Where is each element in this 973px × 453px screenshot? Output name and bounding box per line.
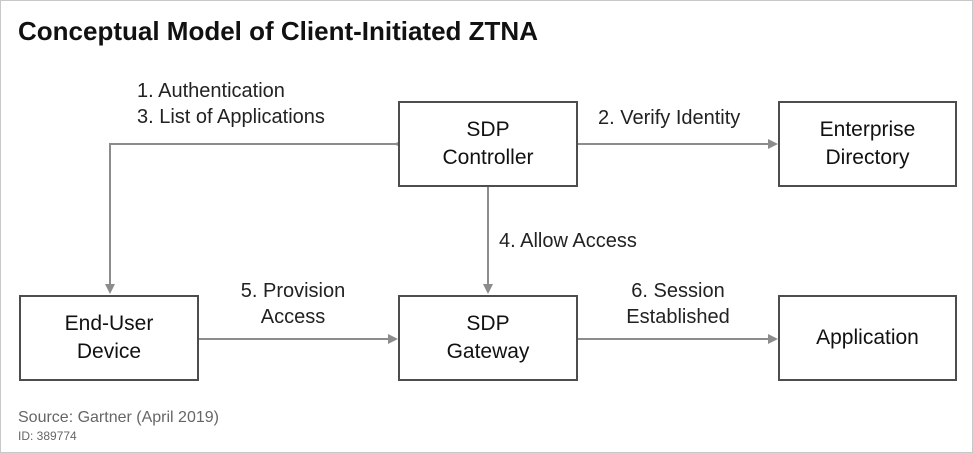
edge-label-gateway-application: 6. Session Established	[626, 280, 730, 328]
edge-label-device-controller: 1. Authentication 3. List of Application…	[137, 80, 325, 128]
node-end-user-device-label: End-User Device	[64, 312, 154, 363]
node-sdp-gateway-label: SDP Gateway	[446, 312, 530, 363]
node-sdp-controller-label: SDP Controller	[442, 118, 534, 169]
node-sdp-gateway: SDP Gateway	[398, 295, 578, 381]
node-enterprise-directory: Enterprise Directory	[778, 101, 957, 187]
document-id: ID: 389774	[18, 429, 77, 443]
edge-label-controller-directory: 2. Verify Identity	[598, 107, 741, 129]
edge-label-device-gateway: 5. Provision Access	[240, 280, 346, 328]
node-enterprise-directory-label: Enterprise Directory	[819, 118, 916, 169]
edge-label-controller-gateway: 4. Allow Access	[499, 230, 637, 252]
node-application: Application	[778, 295, 957, 381]
node-end-user-device: End-User Device	[19, 295, 199, 381]
source-note: Source: Gartner (April 2019)	[18, 409, 219, 426]
connector-device-controller	[105, 139, 404, 294]
node-application-label: Application	[816, 326, 919, 349]
node-sdp-controller: SDP Controller	[398, 101, 578, 187]
diagram-title: Conceptual Model of Client-Initiated ZTN…	[18, 16, 538, 46]
